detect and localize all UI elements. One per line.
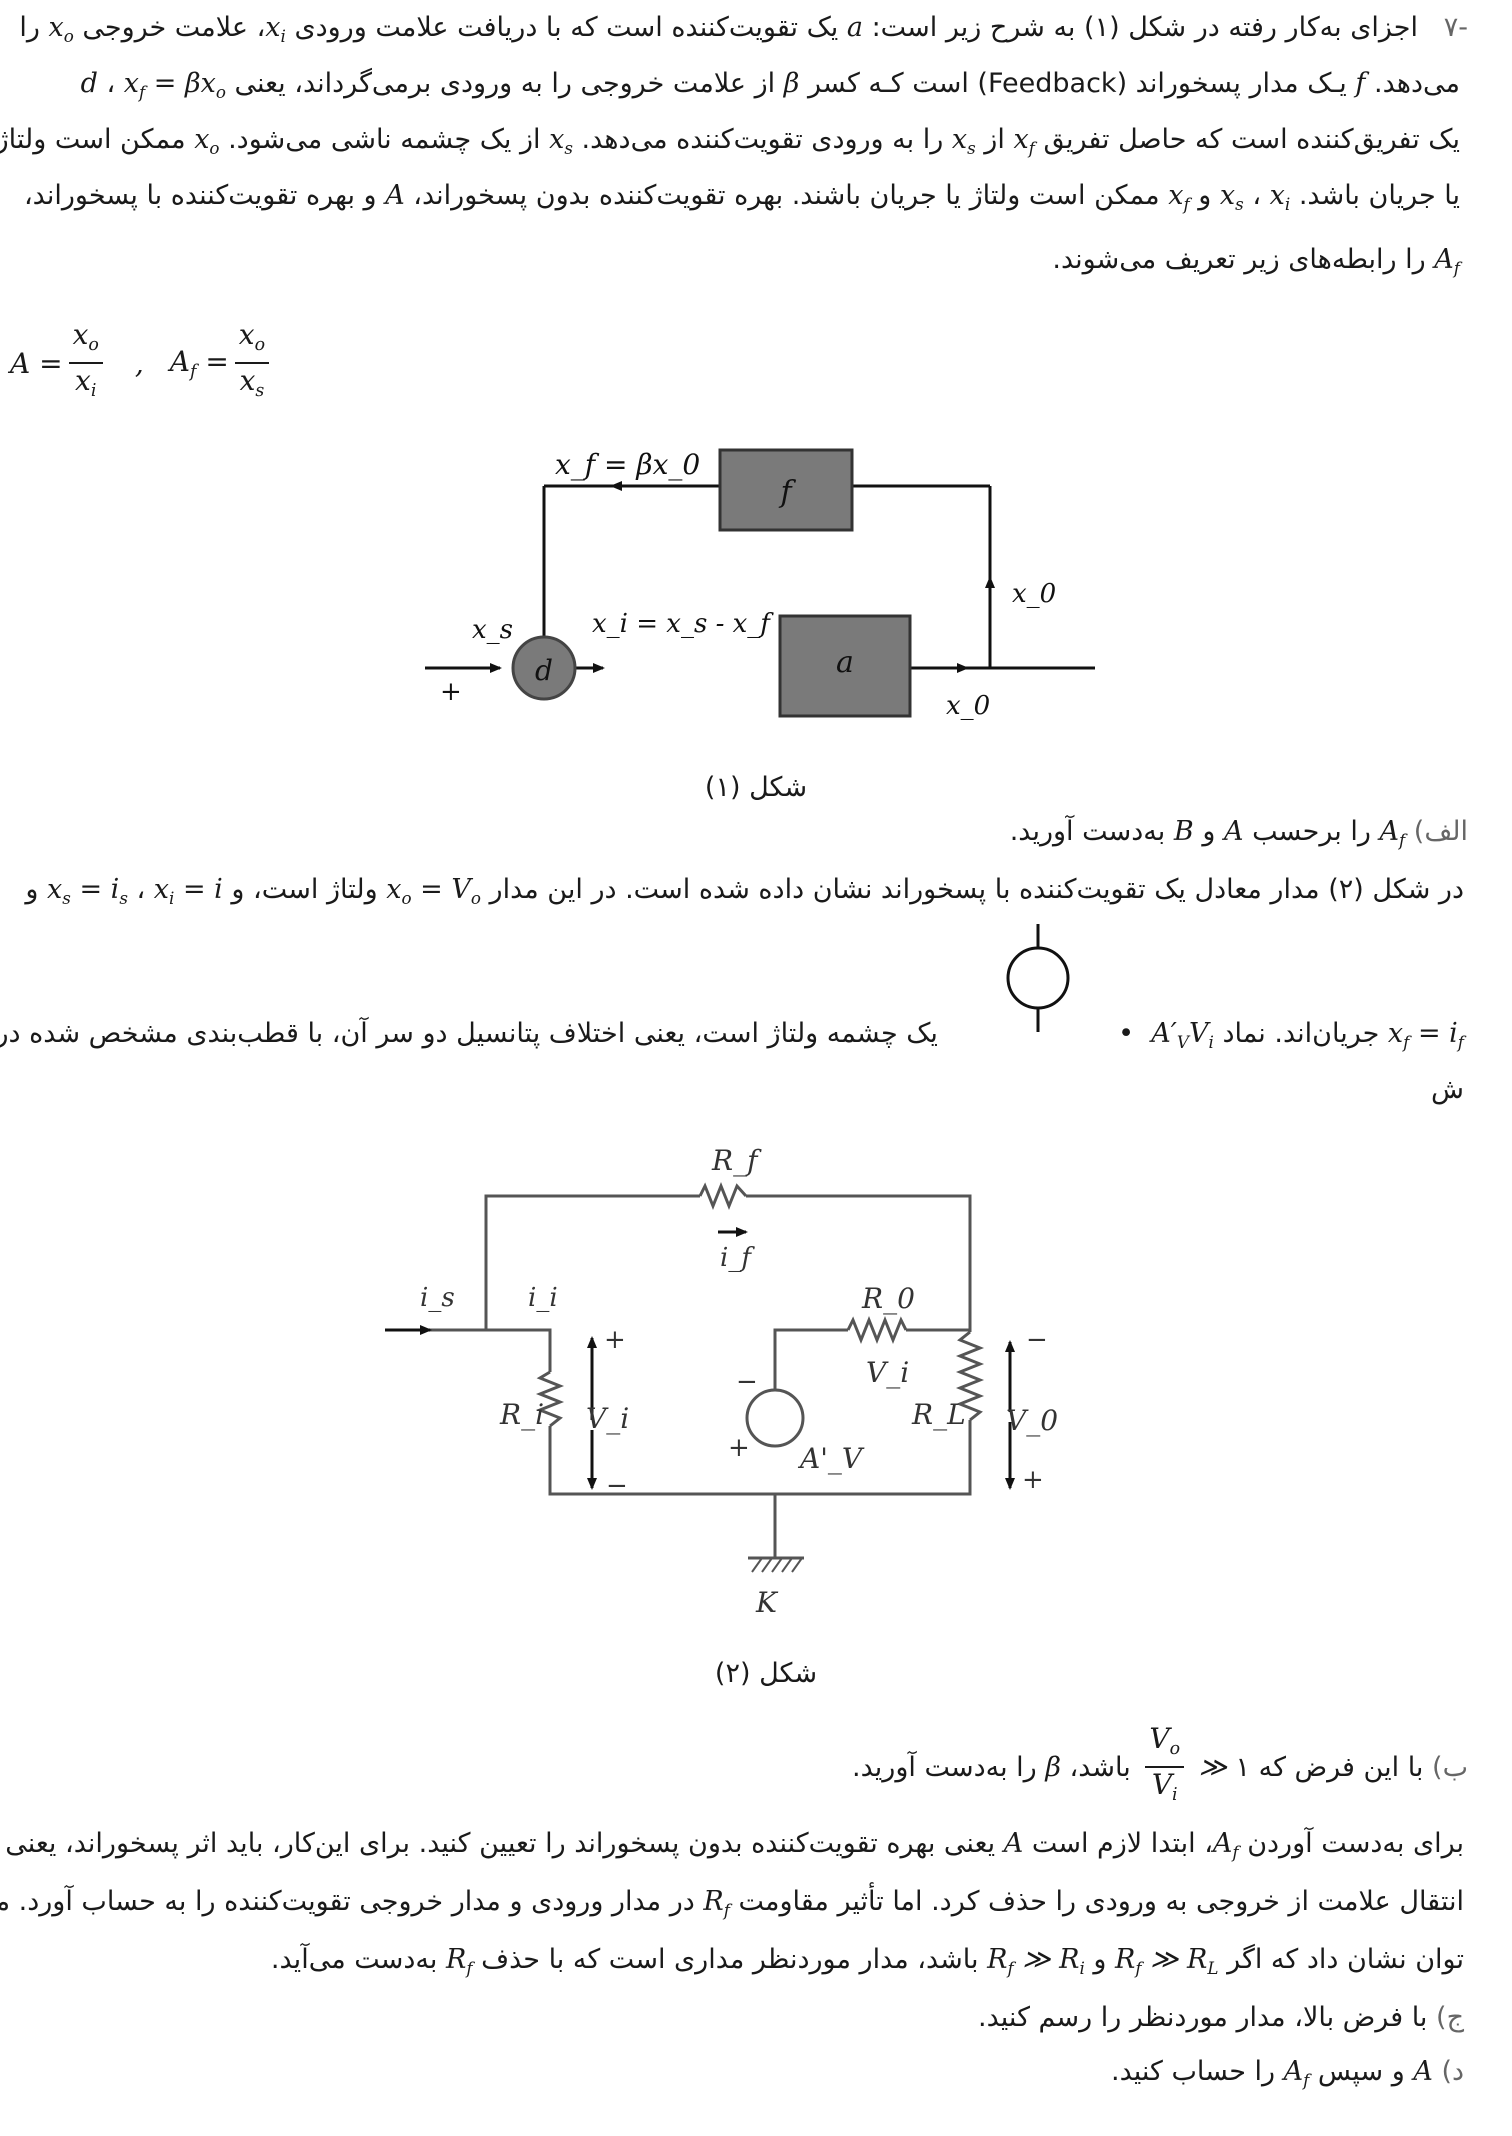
explain-line-1: برای به‌دست آوردن Af، ابتدا لازم است A ی… [5,1828,1464,1862]
figure-2-caption: شکل (۲) [714,1658,818,1689]
part-alef: الف) Af را برحسب A و B به‌دست آورید. [1009,816,1468,850]
V0-plus: + [1022,1465,1044,1495]
amplifier-block [778,614,912,718]
part-jim-label: ج) [1436,2002,1464,2033]
figure-2-text-line-1: در شکل (۲) مدار معادل یک تقویت‌کننده با … [25,874,1464,908]
V0-minus: − [1026,1325,1048,1355]
Rf-label: R_f [711,1144,762,1177]
formula-Af-lhs: Af = [169,344,229,382]
RL-label: R_L [911,1398,966,1431]
V0-label: V_0 [1006,1404,1058,1437]
figure-2-arrows [385,1227,1015,1490]
formula-A-lhs: A = [10,346,63,380]
x0-bottom-label: x_0 [946,691,990,721]
figure-1-caption: شکل (۱) [704,772,808,803]
Ri-label: R_i [499,1398,544,1431]
part-jim: ج) با فرض بالا، مدار موردنظر را رسم کنید… [978,2002,1464,2033]
Vi-label: V_i [586,1402,629,1435]
problem-number: -۷ [1443,12,1468,43]
if-label: i_f [720,1243,755,1273]
Vi2-label: V_i [866,1356,909,1389]
part-dal: د) A و سپس Af را حساب کنید. [1111,2056,1464,2090]
part-be-label: ب) [1432,1751,1468,1783]
intro-line-3: یک تفریق‌کننده است که حاصل تفریق xf از x… [0,124,1460,158]
dependent-voltage-source [745,1388,805,1448]
resistor-Ri [535,1370,565,1428]
R0-label: R_0 [861,1282,915,1315]
intro-line-1: -۷ اجزای به‌کار رفته در شکل (۱) به شرح ز… [19,12,1468,46]
part-dal-label: د) [1441,2056,1464,2087]
subtractor-node-label: d [535,654,553,687]
x0-top-label: x_0 [1012,579,1056,609]
ground-hatch [751,1557,803,1573]
feedback-eq-label: x_f = βx_0 [555,448,700,481]
figure-1-wires [425,481,1095,673]
explain-line-3: توان نشان داد که اگر Rf ≫ RL و Rf ≫ Ri ب… [270,1944,1464,1978]
intro-line-2: می‌دهد. f یـک مدار پسخوراند (Feedback) ا… [80,68,1460,102]
figure-2-text-line-2: xf = if جریان‌اند. نماد A′VVi • یک چشمه … [0,1018,1464,1052]
voltage-source-symbol [1006,924,1070,1032]
feedback-block [718,448,854,532]
resistor-RL [955,1330,985,1422]
xs-label: x_s [472,615,513,645]
subtractor-node [511,635,577,701]
K-label: K [755,1586,779,1619]
intro-line-4: یا جریان باشد. xi ، xs و xf ممکن است ولت… [23,180,1460,214]
xi-eq-label: x_i = x_s - x_f [592,609,774,639]
source-plus: + [728,1433,750,1463]
resistor-Rf [698,1181,748,1211]
intro-line-5: Af را رابطه‌های زیر تعریف می‌شوند. [1052,244,1460,278]
is-label: i_s [420,1283,455,1313]
source-minus: − [736,1367,758,1397]
Vi-plus: + [604,1325,626,1355]
explain-line-2: انتقال علامت از خروجی به ورودی را حذف کر… [0,1886,1464,1920]
ii-label: i_i [528,1283,558,1313]
plus-sign-label: + [440,677,462,707]
figure-2-wires [385,1194,972,1560]
AV-label: A'_V [797,1442,865,1475]
amplifier-block-label: a [836,645,854,680]
Vi-minus: − [606,1471,628,1501]
figure-2-text-line-3: ش [1431,1074,1464,1105]
resistor-R0 [846,1315,908,1345]
part-alef-label: الف) [1413,816,1468,847]
